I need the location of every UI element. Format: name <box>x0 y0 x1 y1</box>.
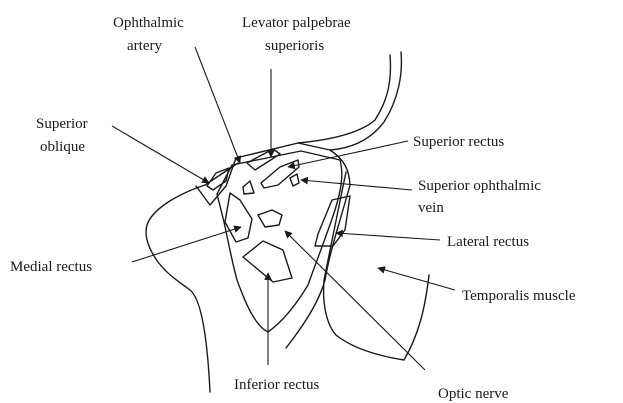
optic-nerve-shape <box>258 210 282 227</box>
label-medial-rectus: Medial rectus <box>10 259 92 275</box>
arrow-optic-nerve <box>285 231 425 370</box>
leader-arrows <box>112 47 455 370</box>
medial-rectus-shape <box>225 193 252 242</box>
label-temporalis-muscle: Temporalis muscle <box>462 288 576 304</box>
label-ophthalmic-artery: Ophthalmic artery <box>113 15 188 54</box>
superior-ophthalmic-vein-shape <box>290 174 299 186</box>
levator-shape <box>247 149 280 170</box>
arrow-lateral-rectus <box>336 233 440 240</box>
label-superior-ophthalmic-vein: Superior ophthalmic vein <box>418 178 545 216</box>
text-labels: Ophthalmic artery Levator palpebrae supe… <box>10 15 576 402</box>
arrow-ophthalmic-artery <box>195 47 240 163</box>
arrow-superior-ophthalmic-vein <box>301 180 412 190</box>
arrow-temporalis <box>378 268 455 290</box>
label-superior-rectus: Superior rectus <box>413 134 504 150</box>
arrow-superior-oblique <box>112 126 209 183</box>
label-optic-nerve: Optic nerve <box>438 386 509 402</box>
label-levator-palpebrae-superioris: Levator palpebrae superioris <box>242 15 354 54</box>
label-lateral-rectus: Lateral rectus <box>447 234 529 250</box>
superior-rectus-shape <box>261 160 299 188</box>
ophthalmic-artery-shape <box>243 181 254 194</box>
anatomy-outlines <box>146 52 429 392</box>
outer-head-contour <box>146 163 238 392</box>
label-superior-oblique: Superior oblique <box>36 116 91 155</box>
temporal-fossa-contour <box>324 172 429 360</box>
label-inferior-rectus: Inferior rectus <box>234 377 320 393</box>
